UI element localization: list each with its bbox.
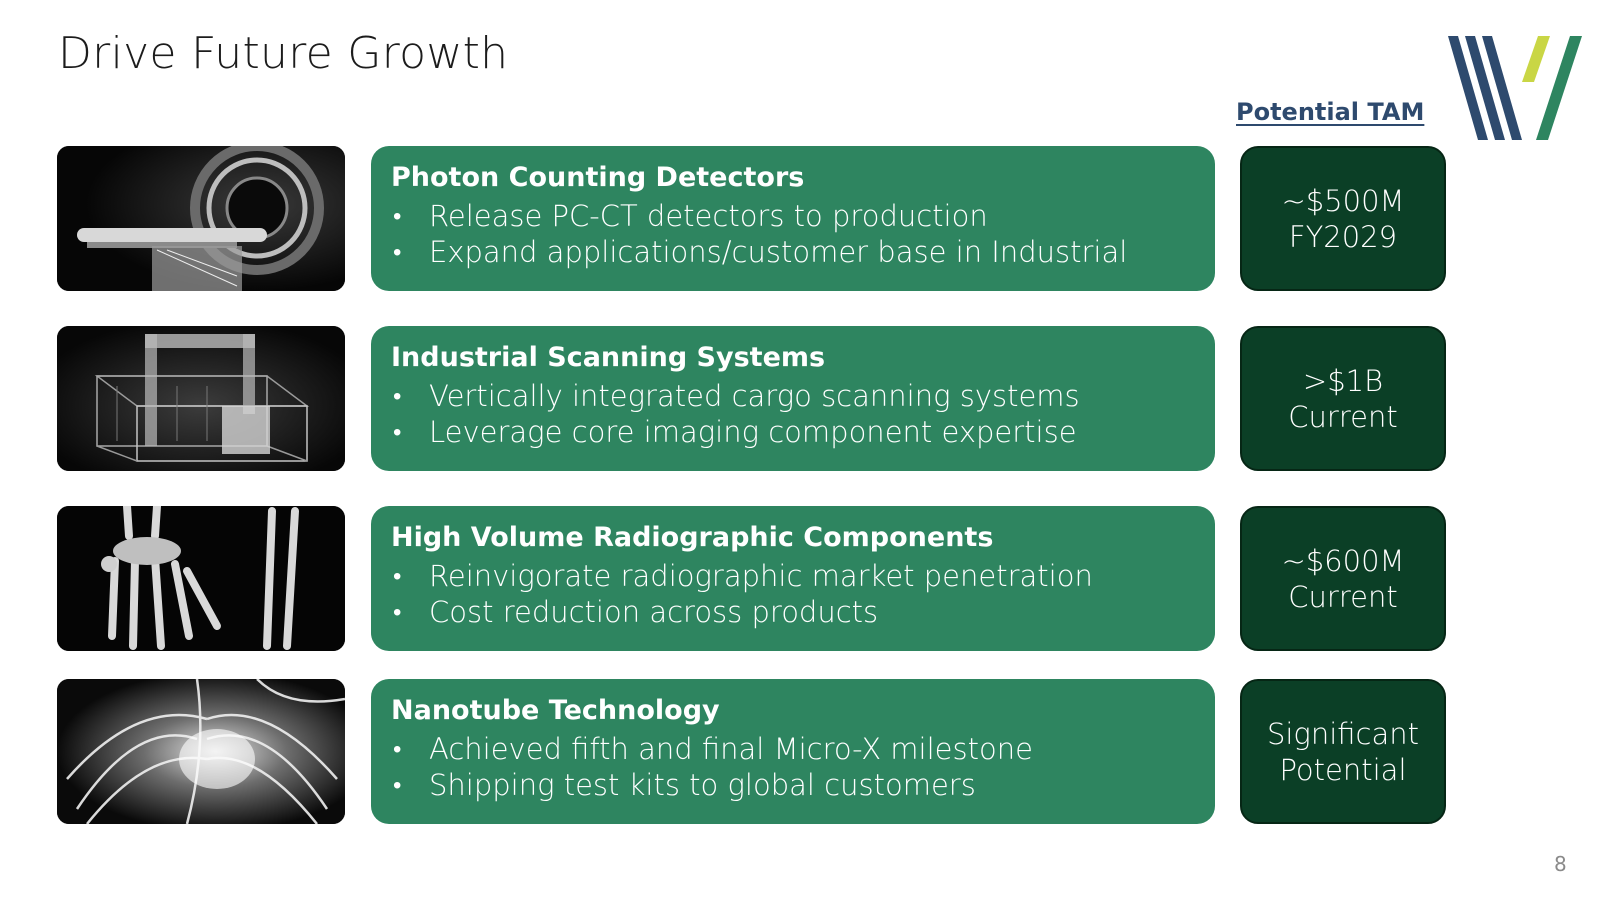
bullet-item: Vertically integrated cargo scanning sys… xyxy=(391,378,1195,414)
tam-period: FY2029 xyxy=(1288,219,1398,254)
tam-value: Significant xyxy=(1266,716,1420,751)
tam-period: Potential xyxy=(1279,752,1407,787)
row-card-nanotube-technology: Nanotube Technology Achieved fifth and f… xyxy=(371,679,1215,824)
row-card-photon-counting: Photon Counting Detectors Release PC-CT … xyxy=(371,146,1215,291)
tam-period: Current xyxy=(1288,399,1398,434)
bullet-item: Expand applications/customer base in Ind… xyxy=(391,234,1195,270)
card-title: Photon Counting Detectors xyxy=(391,162,805,193)
bullet-list: Reinvigorate radiographic market penetra… xyxy=(391,558,1195,630)
bullet-item: Achieved fifth and final Micro-X milesto… xyxy=(391,731,1195,767)
hand-bones-xray-image xyxy=(57,506,345,651)
card-title: Industrial Scanning Systems xyxy=(391,342,826,373)
cargo-scanner-xray-image xyxy=(57,326,345,471)
bullet-list: Vertically integrated cargo scanning sys… xyxy=(391,378,1195,450)
tam-value: ~$500M xyxy=(1281,183,1405,218)
card-title: Nanotube Technology xyxy=(391,695,720,726)
tam-value: ~$600M xyxy=(1281,543,1405,578)
tam-column-header: Potential TAM xyxy=(1236,98,1425,126)
tam-period: Current xyxy=(1288,579,1398,614)
bullet-item: Leverage core imaging component expertis… xyxy=(391,414,1195,450)
tam-box-nanotube-technology: Significant Potential xyxy=(1240,679,1446,824)
bullet-list: Release PC-CT detectors to production Ex… xyxy=(391,198,1195,270)
card-title: High Volume Radiographic Components xyxy=(391,522,994,553)
tam-value: >$1B xyxy=(1302,363,1384,398)
ct-scanner-xray-image xyxy=(57,146,345,291)
tam-box-radiographic-components: ~$600M Current xyxy=(1240,506,1446,651)
row-card-industrial-scanning: Industrial Scanning Systems Vertically i… xyxy=(371,326,1215,471)
slide-title: Drive Future Growth xyxy=(58,28,509,79)
bullet-item: Reinvigorate radiographic market penetra… xyxy=(391,558,1195,594)
tam-box-industrial-scanning: >$1B Current xyxy=(1240,326,1446,471)
chest-heart-xray-image xyxy=(57,679,345,824)
tam-box-photon-counting: ~$500M FY2029 xyxy=(1240,146,1446,291)
bullet-item: Cost reduction across products xyxy=(391,594,1195,630)
row-card-radiographic-components: High Volume Radiographic Components Rein… xyxy=(371,506,1215,651)
bullet-item: Shipping test kits to global customers xyxy=(391,767,1195,803)
page-number: 8 xyxy=(1554,852,1567,876)
company-logo xyxy=(1448,36,1588,142)
bullet-list: Achieved fifth and final Micro-X milesto… xyxy=(391,731,1195,803)
bullet-item: Release PC-CT detectors to production xyxy=(391,198,1195,234)
